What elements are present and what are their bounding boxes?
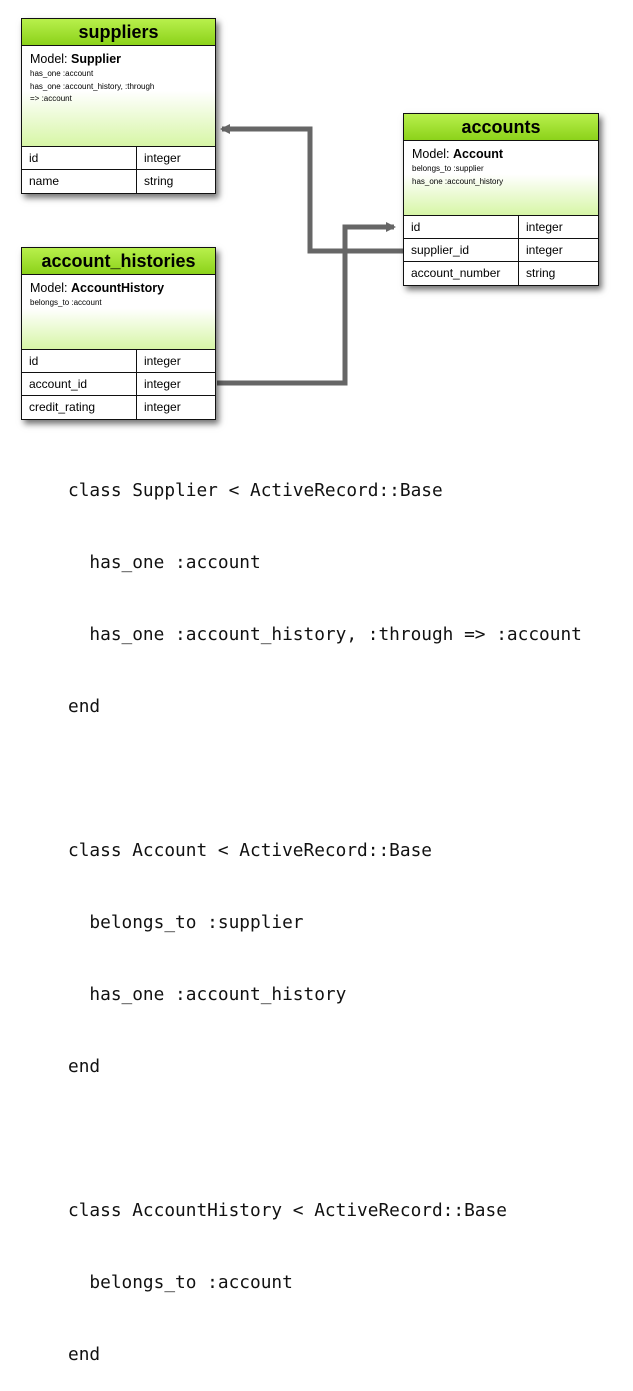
code-line: end [68, 1056, 101, 1077]
code-line [68, 767, 582, 791]
column-row: account_id integer [22, 373, 215, 396]
column-type: integer [144, 151, 181, 165]
column-name: id [22, 350, 137, 372]
column-name: id [22, 147, 137, 169]
code-line: has_one :account_history [68, 984, 347, 1005]
ruby-code-block: class Supplier < ActiveRecord::Base has_… [68, 431, 582, 1391]
model-name: Supplier [71, 52, 122, 66]
code-line: class Account < ActiveRecord::Base [68, 840, 432, 861]
account-id-to-accounts-id-arrow [217, 222, 396, 386]
code-line: has_one :account [68, 552, 261, 573]
column-name: id [404, 216, 519, 238]
column-type: integer [144, 377, 181, 391]
code-line: end [68, 696, 101, 717]
column-row: id integer [22, 147, 215, 170]
column-name: credit_rating [22, 396, 137, 419]
code-line: belongs_to :supplier [68, 912, 304, 933]
column-row: id integer [404, 216, 598, 239]
model-line: Model: Account [412, 147, 590, 161]
relation-line: => :account [30, 94, 72, 103]
model-label: Model: [30, 281, 68, 295]
model-name: Account [453, 147, 504, 161]
relation-line: has_one :account_history, :through [30, 81, 155, 91]
column-row: id integer [22, 350, 215, 373]
code-line: end [68, 1344, 101, 1365]
code-line: class AccountHistory < ActiveRecord::Bas… [68, 1200, 507, 1221]
model-info: Model: Supplier has_one :account has_one… [22, 46, 215, 147]
model-label: Model: [412, 147, 450, 161]
column-name: supplier_id [404, 239, 519, 261]
column-name: name [22, 170, 137, 193]
model-name: AccountHistory [71, 281, 165, 295]
relation-line: has_one :account [30, 69, 94, 78]
column-row: supplier_id integer [404, 239, 598, 262]
model-label: Model: [30, 52, 68, 66]
column-type: string [144, 174, 174, 188]
table-title: suppliers [22, 19, 215, 46]
relation-line: belongs_to :account [30, 298, 102, 307]
relationship-connectors [217, 124, 403, 386]
column-row: name string [22, 170, 215, 193]
model-line: Model: Supplier [30, 52, 207, 66]
table-title: account_histories [22, 248, 215, 275]
code-line: class Supplier < ActiveRecord::Base [68, 480, 443, 501]
table-title: accounts [404, 114, 598, 141]
account-histories-table: account_histories Model: AccountHistory … [21, 247, 216, 420]
column-row: account_number string [404, 262, 598, 285]
column-type: integer [144, 400, 181, 414]
code-line: belongs_to :account [68, 1272, 293, 1293]
column-name: account_number [404, 262, 519, 285]
model-info: Model: AccountHistory belongs_to :accoun… [22, 275, 215, 350]
model-line: Model: AccountHistory [30, 281, 207, 295]
suppliers-table: suppliers Model: Supplier has_one :accou… [21, 18, 216, 194]
code-line [68, 1127, 582, 1151]
relation-line: has_one :account_history [412, 176, 504, 186]
column-type: string [526, 266, 556, 280]
column-row: credit_rating integer [22, 396, 215, 419]
column-type: integer [144, 354, 181, 368]
column-name: account_id [22, 373, 137, 395]
accounts-table: accounts Model: Account belongs_to :supp… [403, 113, 599, 286]
model-info: Model: Account belongs_to :supplier has_… [404, 141, 598, 216]
code-line: has_one :account_history, :through => :a… [68, 624, 582, 645]
supplier-id-to-suppliers-id-arrow [220, 124, 403, 254]
relation-line: belongs_to :supplier [412, 164, 484, 173]
column-type: integer [526, 243, 563, 257]
column-type: integer [526, 220, 563, 234]
